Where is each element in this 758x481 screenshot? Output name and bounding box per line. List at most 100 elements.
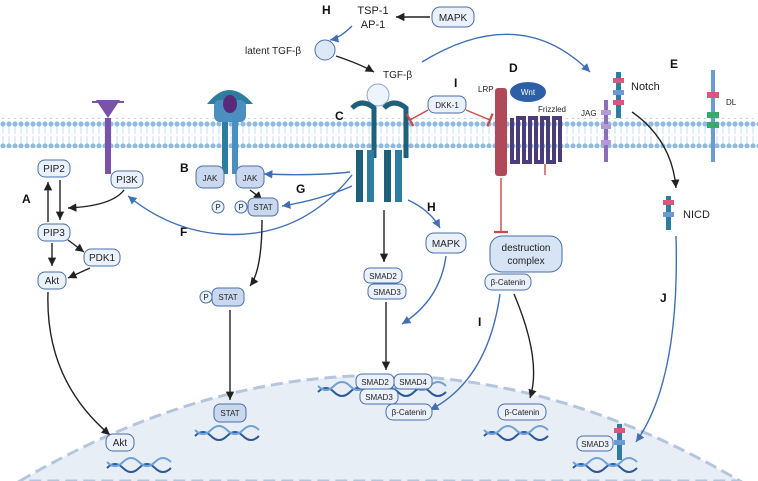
akt-nuc-node: [105, 433, 135, 452]
letter-a: A: [22, 192, 31, 206]
tgfb-to-mapk-arrow: [407, 199, 441, 229]
letter-d: D: [509, 61, 518, 75]
dkk1-label: DKK-1: [435, 101, 459, 110]
smad2-label: SMAD2: [369, 272, 397, 281]
notch-receptor: [613, 72, 624, 118]
mapk-mid-node: [425, 232, 467, 254]
tgfb-receptor: [350, 83, 409, 202]
smad3-nuc2-node: [576, 435, 614, 452]
pdk1-node: [83, 248, 121, 267]
mapk-top-label: MAPK: [439, 13, 468, 24]
nicd-nuclear: [614, 424, 625, 460]
smad3-nuc-label: SMAD3: [365, 393, 393, 402]
akt-node: [37, 271, 67, 290]
letter-g: G: [296, 182, 305, 196]
smad3-nuc2-label: SMAD3: [581, 440, 609, 449]
stat-node: [247, 197, 279, 217]
mapk-mid-label: MAPK: [432, 239, 461, 250]
nicd-label: NICD: [683, 209, 710, 221]
rtk-receptor: [92, 100, 124, 174]
tgfb-to-pi3k-arrow: [127, 174, 353, 236]
destruction-complex-node: [489, 235, 563, 273]
p2-circle: [234, 200, 248, 214]
cytokine-receptor: [207, 90, 253, 174]
dl-label: DL: [726, 98, 737, 107]
notch-to-nicd-arrow: [631, 111, 680, 189]
pi3k-node: [110, 170, 144, 189]
wnt-ligand: [510, 82, 546, 102]
bcat-nuc1-node: [385, 403, 433, 421]
akt-label: Akt: [45, 276, 60, 287]
bcat-nuc1-label: β-Catenin: [392, 408, 427, 417]
nicd-to-nucleus-arrow: [635, 235, 678, 443]
letter-h-mid: H: [427, 200, 436, 214]
bcat-to-nucleus2-arrow: [513, 293, 537, 399]
smad4-nuc-label: SMAD4: [399, 378, 427, 387]
destruction-label: destruction: [502, 243, 551, 254]
akt-nuc-label: Akt: [113, 438, 128, 449]
jag-ligand: [601, 100, 611, 162]
wnt-label: Wnt: [521, 88, 536, 97]
bcat-nuc2-node: [497, 403, 547, 421]
smad2-node: [363, 267, 403, 284]
stat-nuc-node: [213, 403, 247, 423]
pi3k-to-pip-arrow: [67, 189, 125, 212]
dkk1-inhibit-lrp: [465, 109, 494, 127]
pip3-to-pdk1-arrow: [67, 239, 85, 253]
p-cyto-label: P: [203, 293, 208, 302]
letter-h-top: H: [322, 3, 331, 17]
pip2-label: PIP2: [43, 164, 65, 175]
pip3-label: PIP3: [43, 228, 65, 239]
letter-j: J: [660, 291, 667, 305]
tsp-to-latent-arrow: [329, 25, 353, 43]
p1-label: P: [215, 203, 220, 212]
complex-label: complex: [507, 256, 544, 267]
frizzled-receptor: [510, 116, 562, 164]
tsp1-label: TSP-1: [357, 5, 388, 17]
mapk-to-nucleus-arrow: [401, 255, 447, 325]
pdk1-to-akt-arrow: [67, 267, 91, 279]
dl-ligand: [707, 70, 719, 162]
pip3-node: [37, 223, 71, 242]
letter-e: E: [670, 57, 678, 71]
smad3-node: [367, 283, 407, 300]
bcat-to-nucleus-arrow: [429, 293, 501, 411]
stat-cyto-node: [211, 287, 245, 307]
pip2-node: [37, 159, 71, 178]
stat-cyto-label: STAT: [218, 293, 237, 302]
notch-label: Notch: [631, 81, 660, 93]
cell-membrane: [0, 118, 758, 148]
jak-left-node: [195, 165, 225, 189]
jak-left-label: JAK: [203, 174, 218, 183]
lrp-receptor: [495, 88, 507, 176]
letter-c: C: [335, 109, 344, 123]
p2-label: P: [238, 203, 243, 212]
nucleus: [17, 374, 743, 481]
smad4-nuc-node: [393, 373, 433, 390]
jak-right-label: JAK: [243, 174, 258, 183]
tgfb-label: TGF-β: [383, 70, 412, 81]
dkk1-inhibit-tgfb: [405, 109, 429, 127]
stat-nuc-label: STAT: [220, 409, 239, 418]
tgfb-to-stat-arrow: [281, 185, 353, 209]
mapk-top-node: [431, 6, 475, 28]
letter-i-top: I: [454, 76, 457, 90]
tgfb-to-notch-arrow: [421, 33, 591, 73]
letter-i-mid: I: [478, 315, 481, 329]
stat-to-cyto-arrow: [249, 219, 263, 287]
smad3-nuc-node: [359, 388, 399, 405]
frizzled-label: Frizzled: [538, 105, 566, 114]
smad3-label: SMAD3: [373, 288, 401, 297]
smad2-nuc-label: SMAD2: [361, 378, 389, 387]
bcat-cyto-node: [484, 273, 532, 291]
bcat-cyto-label: β-Catenin: [491, 278, 526, 287]
latent-to-active-arrow: [335, 55, 375, 73]
stat-label: STAT: [253, 203, 272, 212]
letter-b: B: [180, 161, 189, 175]
letter-f: F: [180, 225, 187, 239]
lrp-label: LRP: [478, 85, 494, 94]
ap1-label: AP-1: [361, 19, 385, 31]
pi3k-label: PI3K: [116, 175, 138, 186]
nicd-molecule: [663, 196, 674, 230]
